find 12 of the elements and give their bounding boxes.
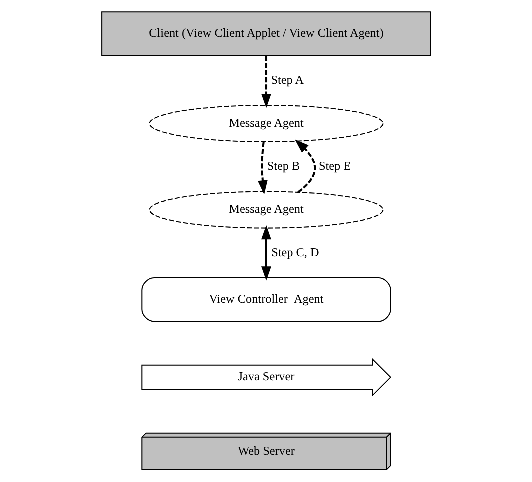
edge-label: Step C, D xyxy=(271,245,319,260)
arrow xyxy=(261,225,271,281)
arrow xyxy=(294,140,316,194)
arrow xyxy=(257,142,268,195)
arrow xyxy=(261,56,271,108)
node-ellipse: Message Agent xyxy=(148,191,384,229)
edge-label: Step A xyxy=(270,72,303,87)
edge-label: Step B xyxy=(266,159,300,174)
node-ellipse: Message Agent xyxy=(148,104,384,143)
node-box: Client (View Client Applet / View Client Agent) xyxy=(101,12,431,56)
node-box: View Controller Agent xyxy=(141,278,391,322)
edge-label: Step E xyxy=(318,159,351,174)
